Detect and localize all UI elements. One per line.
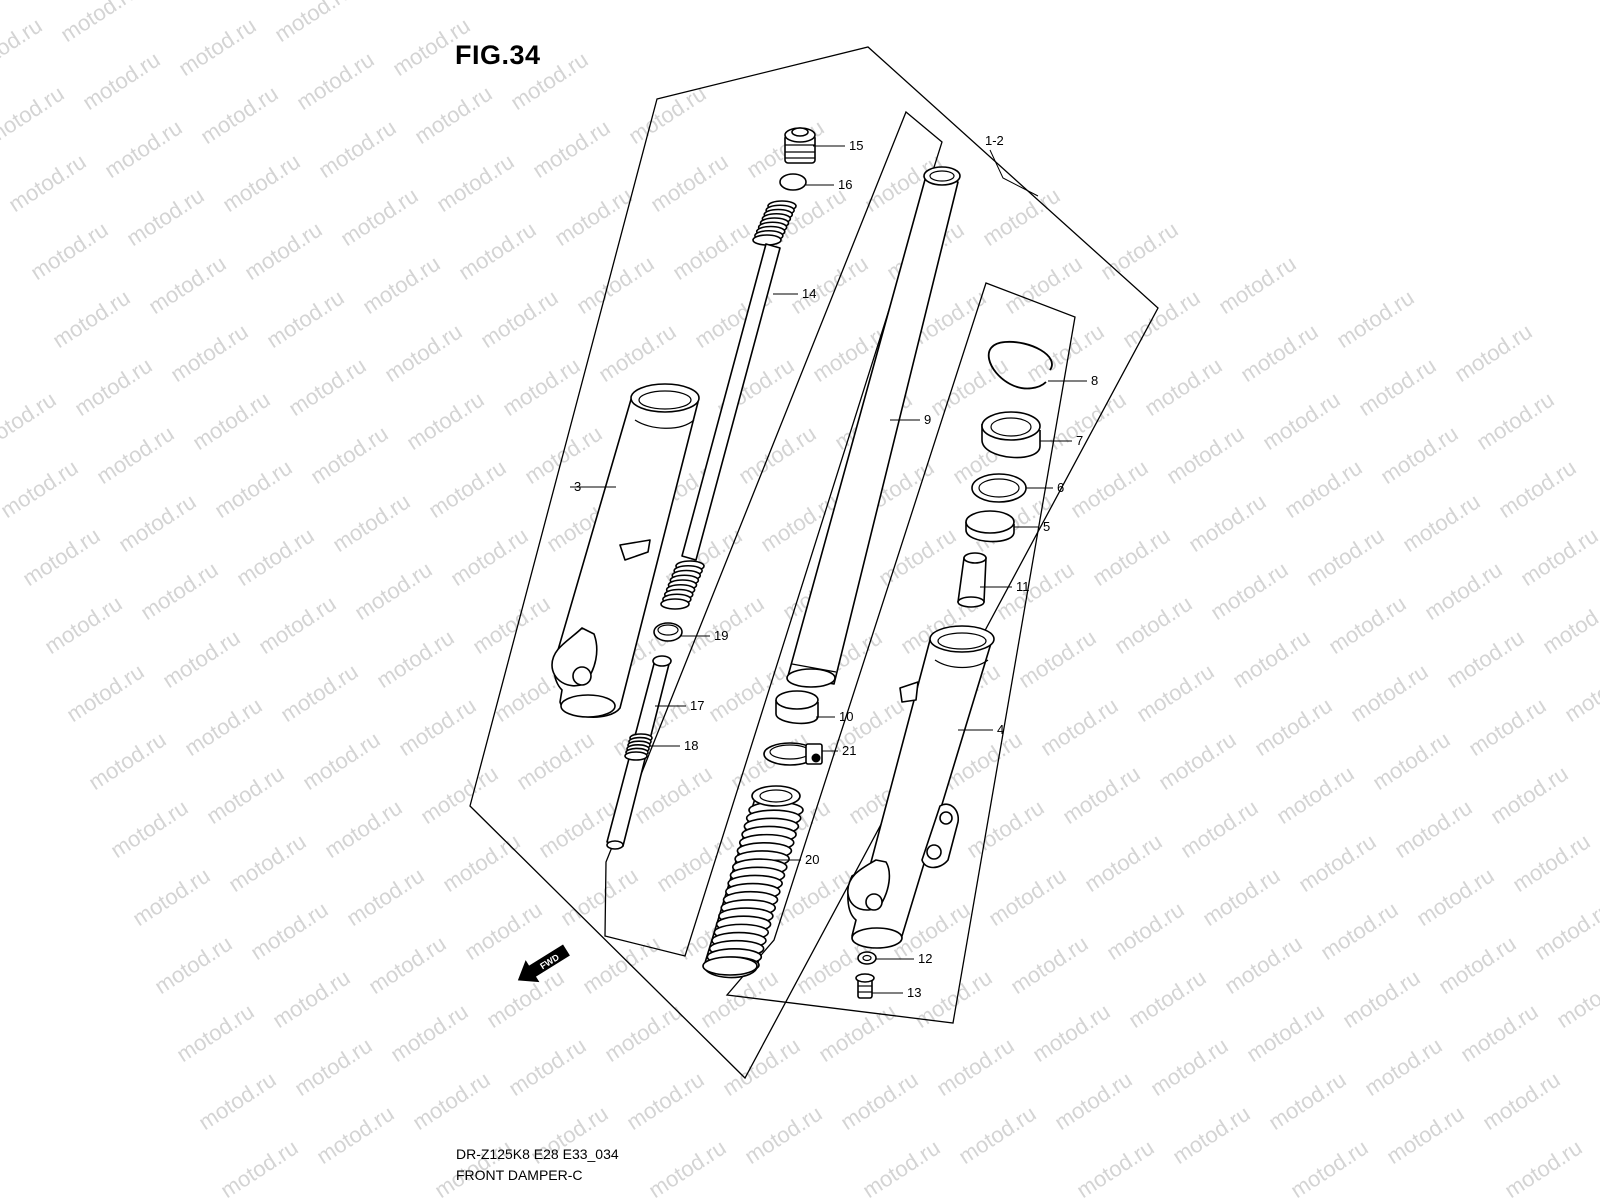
part-16-o-ring xyxy=(779,173,807,191)
part-9-inner-tube xyxy=(786,166,961,688)
label-leader-lines xyxy=(570,145,1087,994)
part-label-7: 7 xyxy=(1076,433,1084,448)
part-label-14: 14 xyxy=(802,286,817,301)
part-10-slide-bushing xyxy=(775,690,819,725)
right-subassembly-frame xyxy=(725,282,1076,1024)
part-13-damper-rod-bolt xyxy=(855,973,875,999)
part-label-13: 13 xyxy=(907,985,922,1000)
part-20-dust-boot xyxy=(702,785,804,979)
part-label-21: 21 xyxy=(842,743,857,758)
part-19-circlip xyxy=(653,622,683,642)
part-label-19: 19 xyxy=(714,628,729,643)
part-21-boot-clamp xyxy=(763,742,823,766)
assembly-label: 1-2 xyxy=(985,133,1004,148)
part-12-gasket xyxy=(857,951,877,965)
part-label-20: 20 xyxy=(805,852,820,867)
part-label-4: 4 xyxy=(997,722,1005,737)
part-11-oil-lock-piece xyxy=(957,552,987,608)
part-label-10: 10 xyxy=(839,709,854,724)
part-5-guide-bushing xyxy=(965,510,1015,543)
part-label-15: 15 xyxy=(849,138,864,153)
assembly-name: FRONT DAMPER-C xyxy=(456,1167,583,1183)
part-label-5: 5 xyxy=(1043,519,1051,534)
part-label-3: 3 xyxy=(574,479,582,494)
part-label-17: 17 xyxy=(690,698,705,713)
part-label-11: 11 xyxy=(1016,579,1030,594)
part-label-16: 16 xyxy=(838,177,853,192)
part-label-8: 8 xyxy=(1091,373,1099,388)
part-label-9: 9 xyxy=(924,412,932,427)
outer-assembly-frame xyxy=(469,46,1159,1080)
part-18-rebound-spring xyxy=(624,733,653,761)
part-6-seal-spacer xyxy=(971,473,1027,503)
part-label-12: 12 xyxy=(918,951,933,966)
figure-title: FIG.34 xyxy=(455,40,541,70)
part-14-fork-spring xyxy=(660,200,797,610)
part-label-6: 6 xyxy=(1057,480,1065,495)
part-label-18: 18 xyxy=(684,738,699,753)
part-7-oil-seal xyxy=(981,411,1041,459)
fwd-arrow-icon: FWD xyxy=(517,944,570,983)
part-4-outer-tube-right xyxy=(847,625,995,949)
part-3-outer-tube-left xyxy=(551,383,700,718)
assembly-leader-line xyxy=(989,149,1039,197)
model-code: DR-Z125K8 E28 E33_034 xyxy=(456,1146,619,1162)
part-8-stopper-ring xyxy=(987,341,1053,390)
part-15-cap-bolt xyxy=(784,127,816,164)
inner-tube-frame xyxy=(604,110,943,957)
